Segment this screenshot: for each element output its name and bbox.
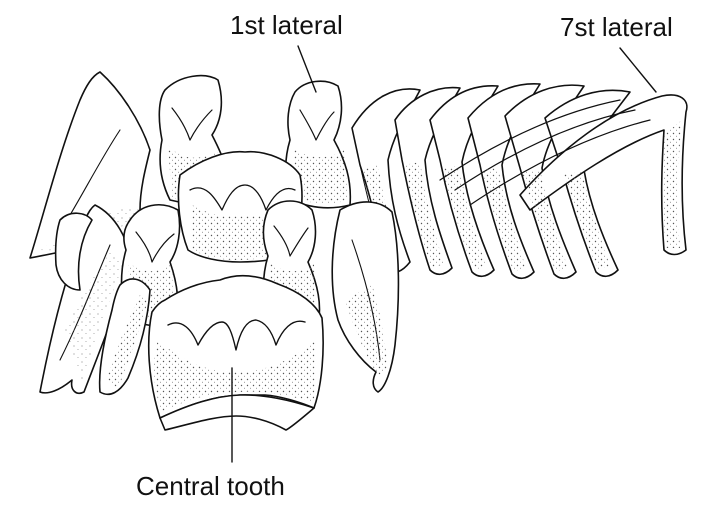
label-central-tooth: Central tooth (136, 473, 285, 499)
central-tooth (149, 276, 323, 430)
leader-seventh-lateral (620, 48, 656, 92)
label-first-lateral: 1st lateral (230, 12, 343, 38)
label-seventh-lateral: 7st lateral (560, 14, 673, 40)
outer-lateral-teeth (352, 84, 687, 278)
